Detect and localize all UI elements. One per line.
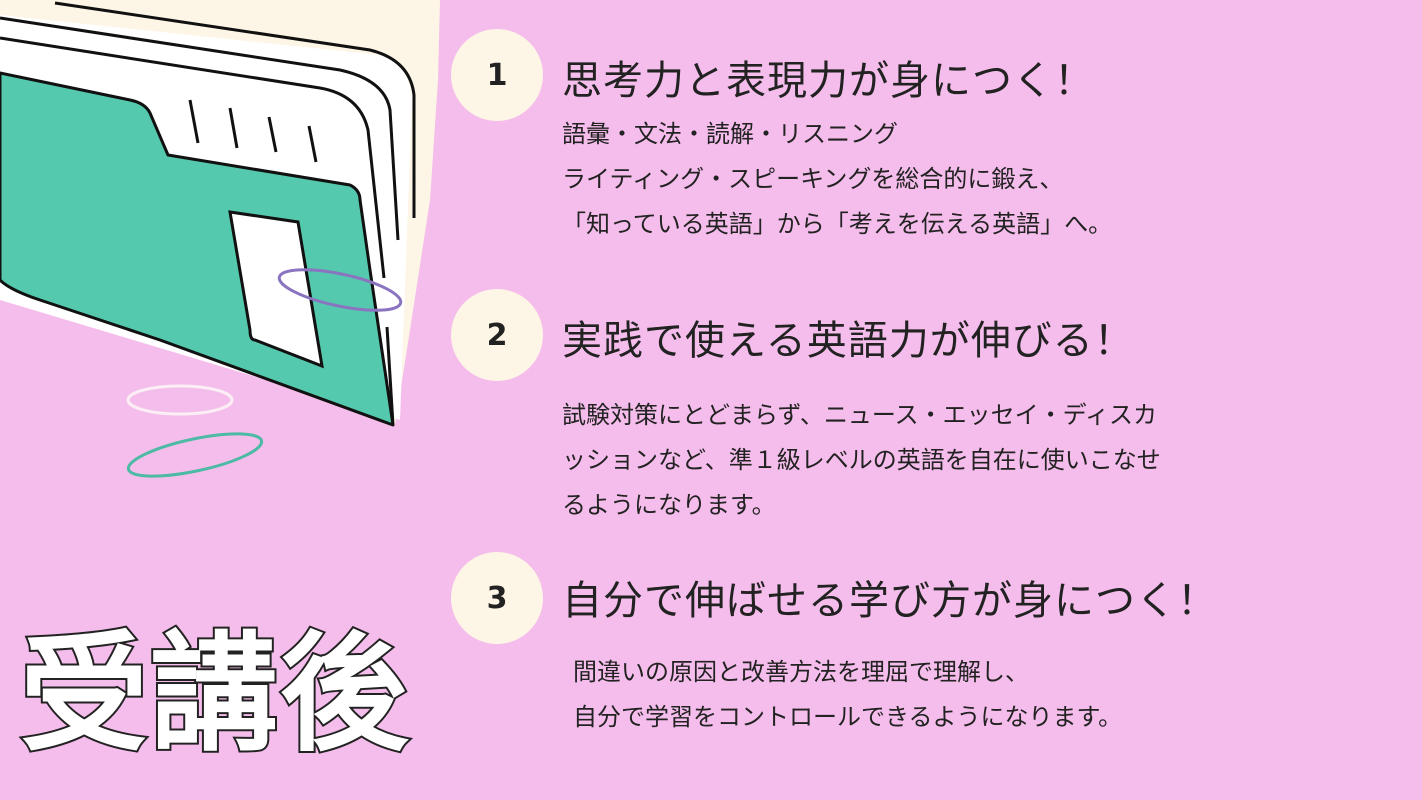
number-badge: 2 (451, 289, 543, 381)
number-badge: 1 (451, 29, 543, 121)
point-description: 語彙・文法・読解・リスニング ライティング・スピーキングを総合的に鍛え、 「知っ… (562, 112, 1112, 247)
description-line: るようになります。 (562, 491, 776, 519)
point-heading: 実践で使える英語力が伸びる！ (562, 318, 1135, 364)
number-badge: 3 (451, 552, 543, 644)
description-line: 「知っている英語」から「考えを伝える英語」へ。 (562, 210, 1113, 238)
description-line: 試験対策にとどまらず、ニュース・エッセイ・ディスカ (562, 401, 1157, 429)
folder-illustration (0, 0, 440, 478)
description-line: ライティング・スピーキングを総合的に鍛え、 (562, 165, 1064, 193)
page-title: 受講後 (18, 618, 411, 771)
description-line: 自分で学習をコントロールできるようになります。 (573, 703, 1123, 731)
point-description: 間違いの原因と改善方法を理屈で理解し、 自分で学習をコントロールできるようになり… (573, 650, 1122, 740)
description-line: ッションなど、準１級レベルの英語を自在に使いこなせ (562, 446, 1161, 474)
point-heading: 自分で伸ばせる学び方が身につく！ (562, 578, 1218, 624)
point-heading: 思考力と表現力が身につく！ (562, 58, 1095, 104)
description-line: 間違いの原因と改善方法を理屈で理解し、 (573, 658, 1029, 686)
description-line: 語彙・文法・読解・リスニング (562, 120, 898, 148)
point-description: 試験対策にとどまらず、ニュース・エッセイ・ディスカ ッションなど、準１級レベルの… (562, 393, 1161, 528)
